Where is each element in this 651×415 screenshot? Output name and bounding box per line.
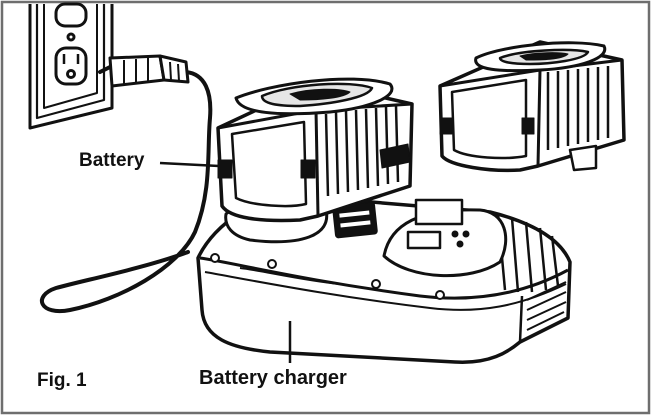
battery-on-charger xyxy=(216,77,414,223)
battery-spare xyxy=(438,40,626,173)
wall-outlet xyxy=(28,2,114,130)
battery-label: Battery xyxy=(79,150,145,171)
battery-leader-line xyxy=(159,161,220,168)
figure-number: Fig. 1 xyxy=(37,370,87,391)
battery-charger-label: Battery charger xyxy=(199,367,347,389)
plug xyxy=(108,54,190,88)
